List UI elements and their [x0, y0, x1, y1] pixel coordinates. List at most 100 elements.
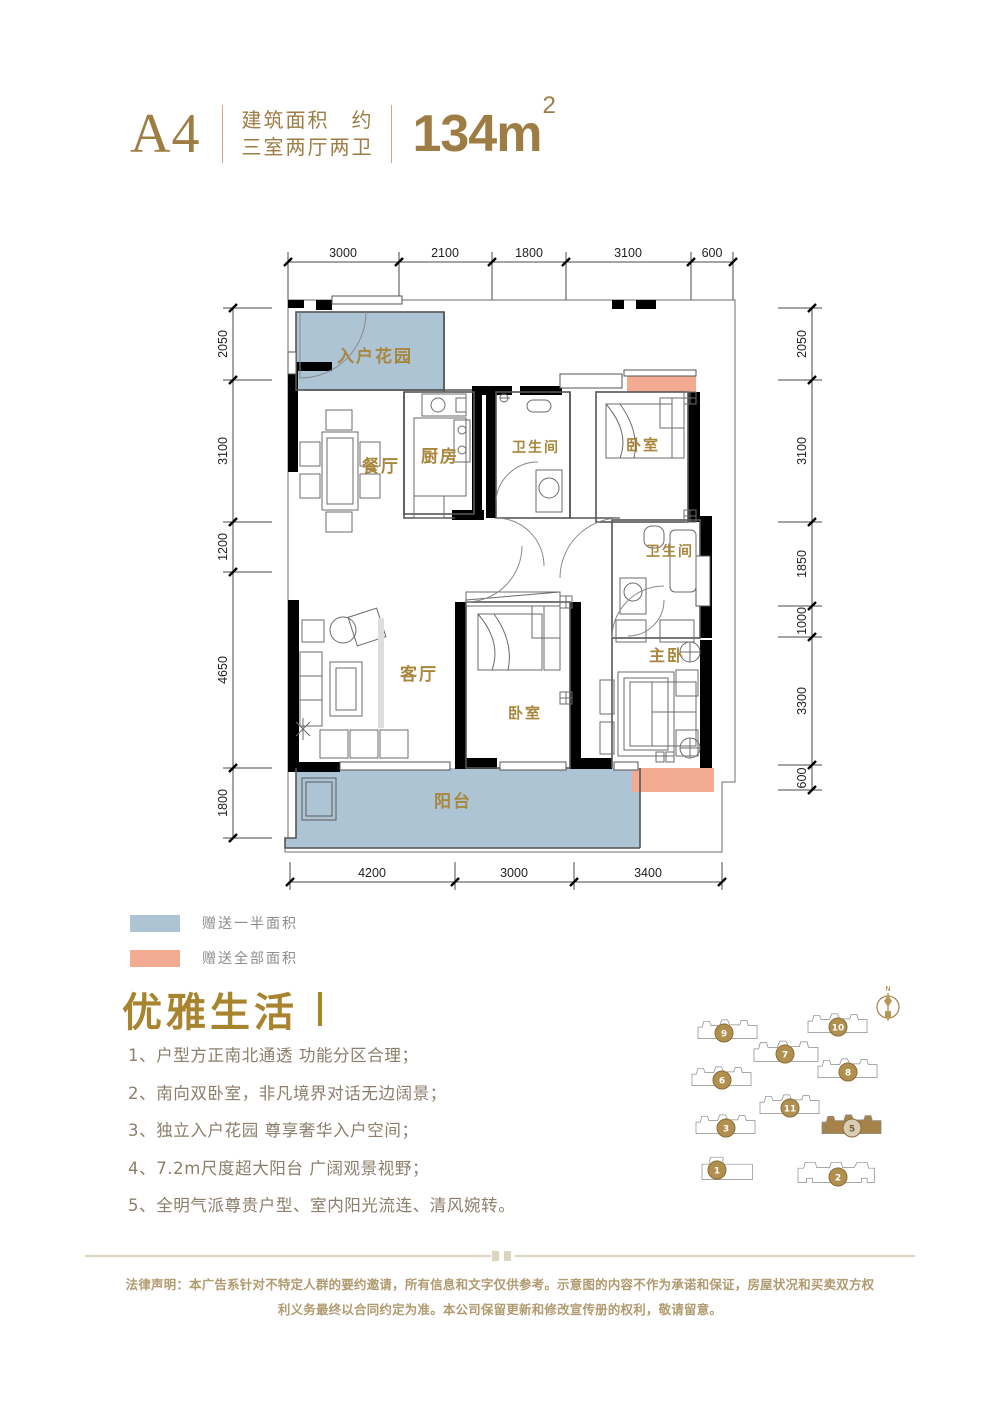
bonus-areas [285, 312, 714, 848]
badge-7: 7 [775, 1044, 795, 1064]
compass-icon [876, 993, 900, 1021]
bonus-area-balcony [285, 768, 640, 848]
svg-text:6: 6 [719, 1077, 725, 1087]
badge-11: 11 [780, 1098, 800, 1118]
legend-item-half: 赠送一半面积 [130, 910, 298, 936]
svg-text:8: 8 [845, 1069, 851, 1079]
dim-bottom-1: 3000 [500, 866, 528, 880]
plan-area-superscript: 2 [542, 91, 555, 119]
balcony-detail [301, 777, 337, 821]
legend-swatch-half [130, 914, 180, 932]
header-subtitle: 建筑面积 约 三室两厅两卫 [223, 107, 391, 159]
door-swings [299, 311, 665, 639]
legal-disclaimer: 法律声明：本广告系针对不特定人群的要约邀请，所有信息和文字仅供参考。示意图的内容… [105, 1272, 895, 1323]
feature-item-4: 4、7.2m尺度超大阳台 广阔观景视野； [128, 1158, 430, 1178]
legend-label-half: 赠送一半面积 [202, 916, 298, 932]
features-list: 1、户型方正南北通透 功能分区合理； 2、南向双卧室，非凡境界对话无边阔景； 3… [128, 1046, 598, 1236]
plan-area-value: 134m [412, 105, 542, 163]
dim-right-4: 3300 [795, 687, 809, 715]
svg-text:9: 9 [721, 1030, 727, 1040]
furniture-bath-2 [615, 525, 697, 643]
dim-top-3: 3100 [614, 246, 642, 260]
svg-text:11: 11 [784, 1105, 797, 1115]
dim-right-3: 1000 [795, 607, 809, 635]
furniture-bath-1 [495, 393, 563, 513]
svg-text:5: 5 [849, 1125, 855, 1135]
room-label-living: 客厅 [399, 664, 438, 685]
site-plan: 9 10 7 6 8 11 3 5 1 2 N [680, 985, 920, 1200]
bonus-area-bedroom-north [627, 372, 696, 392]
structural-walls [288, 300, 712, 772]
features-title-bar [318, 992, 322, 1026]
furniture-bedroom-north [605, 391, 697, 523]
legend-item-full: 赠送全部面积 [130, 945, 298, 971]
dim-left-3: 4650 [216, 656, 230, 684]
dim-right-5: 600 [795, 768, 809, 789]
room-label-kitchen: 厨房 [421, 446, 459, 467]
features-heading: 优雅生活 [122, 980, 322, 1038]
header-divider-2 [391, 105, 393, 163]
badge-5: 5 [842, 1118, 862, 1138]
room-label-balcony: 阳台 [434, 791, 472, 812]
dimension-right [778, 307, 822, 791]
badge-3: 3 [716, 1118, 736, 1138]
feature-item-5: 5、全明气派尊贵户型、室内阳光流连、清风婉转。 [128, 1196, 516, 1215]
furniture-kitchen [413, 393, 471, 519]
dim-top-0: 3000 [329, 246, 357, 260]
room-label-bathroom-1: 卫生间 [512, 439, 560, 456]
plan-area: 134m2 [392, 93, 555, 163]
dim-bottom-0: 4200 [358, 866, 386, 880]
features-title-text: 优雅生活 [122, 989, 298, 1036]
legal-line-2: 利义务最终以合同约定为准。本公司保留更新和修改宣传册的权利，敬请留意。 [277, 1302, 723, 1318]
furniture-living [295, 607, 409, 759]
plan-code: A4 [130, 103, 201, 165]
room-label-entry-garden: 入户花园 [337, 346, 413, 367]
svg-text:1: 1 [714, 1167, 720, 1177]
svg-text:3: 3 [723, 1125, 729, 1135]
feature-item-1: 1、户型方正南北通透 功能分区合理； [128, 1046, 419, 1065]
legend-label-full: 赠送全部面积 [202, 951, 298, 967]
legal-line-1: 法律声明：本广告系针对不特定人群的要约邀请，所有信息和文字仅供参考。示意图的内容… [125, 1277, 875, 1292]
feature-item-2: 2、南向双卧室，非凡境界对话无边阔景； [128, 1083, 447, 1103]
feature-item-3: 3、独立入户花园 尊享奢华入户空间； [128, 1121, 419, 1140]
dim-top-2: 1800 [515, 246, 543, 260]
svg-text:10: 10 [832, 1024, 845, 1034]
dim-bottom-2: 3400 [634, 866, 662, 880]
svg-text:7: 7 [782, 1051, 788, 1061]
dim-right-2: 1850 [795, 550, 809, 578]
badge-10: 10 [828, 1017, 848, 1037]
badge-2: 2 [828, 1167, 848, 1187]
room-label-bathroom-2: 卫生间 [646, 543, 694, 560]
dim-top-1: 2100 [431, 246, 459, 260]
plan-header: A4 建筑面积 约 三室两厅两卫 134m2 [130, 93, 556, 165]
badge-8: 8 [838, 1062, 858, 1082]
header-area-label: 建筑面积 约 [241, 107, 374, 132]
dim-top-4: 600 [702, 246, 723, 260]
furniture-bedroom-mid [465, 591, 573, 705]
furniture-master [599, 641, 701, 763]
dim-left-4: 1800 [216, 789, 230, 817]
compass-label: N [885, 985, 890, 993]
floor-plan-drawing: 3000 2100 1800 3100 600 2050 3100 1200 4… [216, 246, 822, 890]
bonus-area-entry-garden [296, 312, 444, 390]
dim-right-0: 2050 [795, 330, 809, 358]
legend-swatch-full [130, 949, 180, 967]
header-divider-1 [222, 105, 224, 163]
badge-6: 6 [712, 1070, 732, 1090]
dim-left-0: 2050 [216, 330, 230, 358]
badge-1: 1 [707, 1160, 727, 1180]
room-label-master-bedroom: 主卧 [649, 646, 685, 665]
furniture-dining [299, 409, 381, 533]
header-rooms-label: 三室两厅两卫 [241, 134, 374, 159]
dimension-bottom [289, 862, 723, 890]
room-label-dining: 餐厅 [362, 456, 400, 477]
footer-divider [85, 1248, 915, 1261]
room-label-bedroom-north: 卧室 [626, 436, 660, 454]
room-label-bedroom-mid: 卧室 [508, 704, 542, 722]
bonus-area-master [632, 768, 714, 792]
dimension-top [287, 252, 734, 300]
dim-left-2: 1200 [216, 533, 230, 561]
dim-left-1: 3100 [216, 437, 230, 465]
site-building-numbers: 9 10 7 6 8 11 3 5 1 2 [707, 1017, 862, 1187]
badge-9: 9 [714, 1023, 734, 1043]
